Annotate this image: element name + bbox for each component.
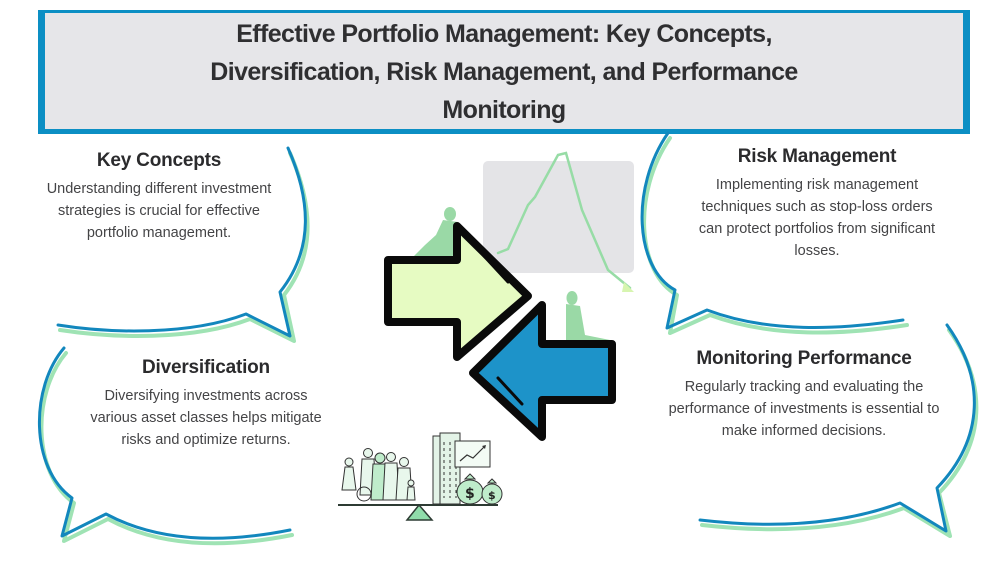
card-title: Monitoring Performance [696, 348, 912, 369]
dollar-sign-large: $ [465, 486, 475, 502]
title-line-2: Diversification, Risk Management, and Pe… [210, 58, 798, 86]
card-key-concepts: Key Concepts Understanding different inv… [38, 150, 280, 244]
left-arrow-icon [469, 301, 616, 441]
building-icon [432, 432, 461, 505]
title-banner: Effective Portfolio Management: Key Conc… [38, 10, 970, 134]
left-arrow-highlight [496, 376, 524, 406]
card-text: Diversifying investments across various … [90, 388, 322, 448]
card-title: Key Concepts [96, 150, 222, 171]
balance-scale-icon: $ $ [338, 432, 503, 521]
title-line-1: Effective Portfolio Management: Key Conc… [236, 20, 772, 48]
card-risk-management: Risk Management Implementing risk manage… [692, 146, 942, 262]
dollar-bag-icon [456, 473, 503, 505]
card-text: Implementing risk management techniques … [698, 177, 936, 259]
card-text: Understanding different investment strat… [46, 181, 272, 241]
card-diversification: Diversification Diversifying investments… [80, 357, 332, 451]
chart-panel [483, 161, 634, 273]
card-title: Risk Management [737, 146, 897, 167]
card-title: Diversification [142, 357, 270, 378]
card-monitoring-performance: Monitoring Performance Regularly trackin… [668, 348, 940, 442]
card-text: Regularly tracking and evaluating the pe… [668, 379, 940, 439]
right-arrow-icon [384, 222, 532, 361]
sitting-person-icon [566, 291, 610, 345]
dollar-sign-small: $ [488, 489, 496, 502]
trend-line-icon [496, 151, 632, 290]
trend-arrowhead [622, 282, 634, 292]
growth-chart-icon [454, 440, 491, 468]
people-group-icon [341, 448, 416, 502]
right-arrow-highlight [482, 254, 510, 284]
page-title: Effective Portfolio Management: Key Conc… [45, 15, 963, 129]
sitting-person-icon [408, 207, 462, 262]
title-line-3: Monitoring [442, 96, 566, 124]
